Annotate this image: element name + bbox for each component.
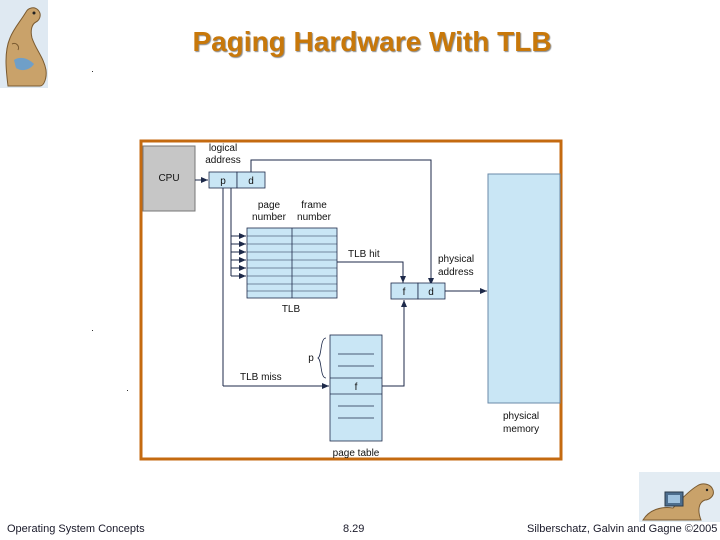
physical-address-label-2: address bbox=[438, 267, 474, 278]
page-number-label-1: page bbox=[258, 200, 281, 211]
physical-memory-box bbox=[487, 173, 561, 404]
frame-number-label-1: frame bbox=[301, 200, 327, 211]
tlb-miss-label: TLB miss bbox=[240, 372, 282, 383]
page-table bbox=[329, 334, 383, 442]
logical-address-label-1: logical bbox=[209, 143, 237, 154]
tlb-label: TLB bbox=[282, 304, 301, 315]
cpu-label: CPU bbox=[158, 173, 179, 184]
page-table-f-label: f bbox=[355, 382, 358, 393]
stray-dot bbox=[92, 71, 93, 72]
stray-dot bbox=[127, 390, 128, 391]
slide-title: Paging Hardware With TLB bbox=[192, 26, 552, 57]
frame-number-label-2: number bbox=[297, 212, 332, 223]
stray-dot bbox=[92, 330, 93, 331]
physical-f-label: f bbox=[403, 287, 406, 298]
footer-book-title: Operating System Concepts bbox=[7, 523, 145, 535]
dinosaur-logo-icon bbox=[0, 0, 48, 88]
physical-memory-label-2: memory bbox=[503, 424, 539, 435]
footer-slide-number: 8.29 bbox=[343, 523, 365, 535]
logical-address-label-2: address bbox=[205, 155, 241, 166]
dinosaur-computer-icon bbox=[639, 472, 720, 522]
tlb-hit-label: TLB hit bbox=[348, 249, 380, 260]
page-number-label-2: number bbox=[252, 212, 287, 223]
physical-address-label-1: physical bbox=[438, 254, 474, 265]
cpu-box bbox=[142, 145, 196, 212]
footer-copyright: Silberschatz, Galvin and Gagne ©2005 bbox=[527, 523, 718, 535]
physical-memory-label-1: physical bbox=[503, 411, 539, 422]
page-table-p-label: p bbox=[308, 353, 314, 364]
logical-p-label: p bbox=[220, 176, 226, 187]
physical-d-label: d bbox=[428, 287, 434, 298]
logical-d-label: d bbox=[248, 176, 254, 187]
page-table-label: page table bbox=[333, 448, 380, 459]
